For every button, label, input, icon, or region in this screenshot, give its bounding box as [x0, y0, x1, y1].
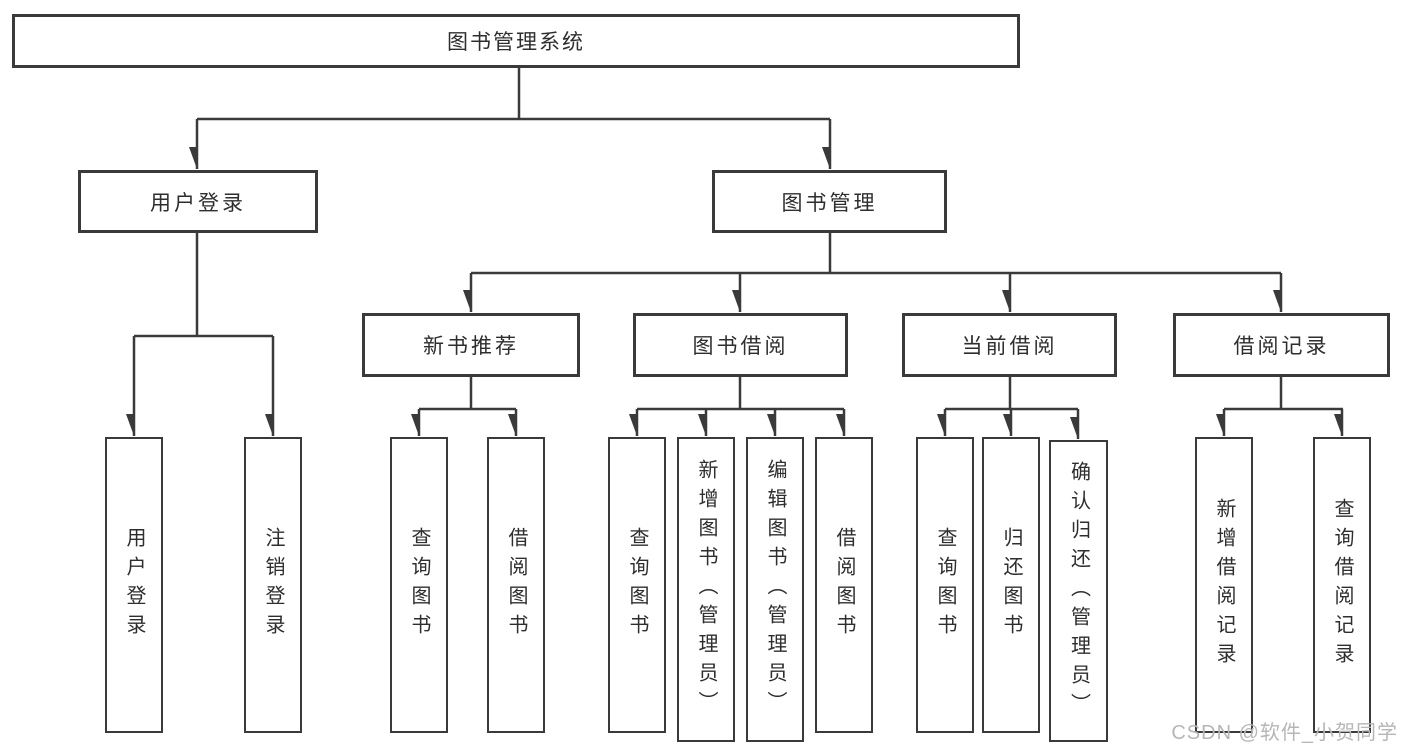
- node-user-login: 用户登录: [78, 170, 318, 233]
- node-label: 注销登录: [262, 527, 284, 643]
- node-label: 查询借阅记录: [1331, 498, 1353, 672]
- node-label: 编辑图书（管理员）: [764, 459, 786, 720]
- leaf-logout: 注销登录: [244, 437, 302, 733]
- node-label: 借阅记录: [1233, 335, 1330, 358]
- node-book-borrowing: 图书借阅: [633, 313, 848, 377]
- node-current-borrowing: 当前借阅: [902, 313, 1117, 377]
- node-label: 当前借阅: [961, 335, 1058, 358]
- node-label: 归还图书: [1000, 527, 1022, 643]
- node-new-book-recommend: 新书推荐: [362, 313, 580, 377]
- node-label: 图书借阅: [692, 335, 789, 358]
- node-label: 查询图书: [408, 527, 430, 643]
- leaf-add-borrow-record: 新增借阅记录: [1195, 437, 1253, 733]
- node-book-management: 图书管理: [712, 170, 947, 233]
- leaf-user-login: 用户登录: [105, 437, 163, 733]
- leaf-query-books-borrowing: 查询图书: [608, 437, 666, 733]
- node-label: 新增借阅记录: [1213, 498, 1235, 672]
- node-label: 查询图书: [626, 527, 648, 643]
- node-library-management-system: 图书管理系统: [12, 14, 1020, 68]
- leaf-borrow-books: 借阅图书: [815, 437, 873, 733]
- node-label: 查询图书: [934, 527, 956, 643]
- node-label: 用户登录: [123, 527, 145, 643]
- node-label: 借阅图书: [505, 527, 527, 643]
- node-label: 图书管理系统: [447, 31, 585, 54]
- leaf-query-books-current: 查询图书: [916, 437, 974, 733]
- node-label: 确认归还（管理员）: [1067, 460, 1090, 722]
- csdn-watermark: CSDN @软件_小贺同学: [1171, 722, 1398, 744]
- node-borrowing-records: 借阅记录: [1173, 313, 1390, 377]
- node-label: 图书管理: [781, 191, 878, 215]
- node-label: 新增图书（管理员）: [695, 459, 717, 720]
- leaf-query-borrow-record: 查询借阅记录: [1313, 437, 1371, 733]
- leaf-confirm-return-admin: 确认归还（管理员）: [1049, 440, 1108, 742]
- leaf-add-book-admin: 新增图书（管理员）: [677, 437, 735, 742]
- leaf-borrow-books-recommend: 借阅图书: [487, 437, 545, 733]
- leaf-return-books: 归还图书: [982, 437, 1040, 733]
- node-label: 新书推荐: [423, 335, 519, 358]
- leaf-query-books-recommend: 查询图书: [390, 437, 448, 733]
- node-label: 用户登录: [150, 191, 246, 215]
- node-label: 借阅图书: [833, 527, 855, 643]
- leaf-edit-book-admin: 编辑图书（管理员）: [746, 437, 804, 742]
